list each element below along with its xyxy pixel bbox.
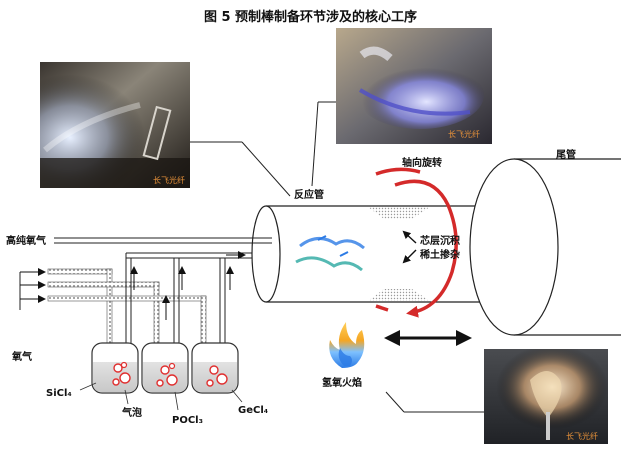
axial-rotation-label: 轴向旋转	[402, 156, 442, 169]
gecl4-label: GeCl₄	[238, 405, 268, 416]
oxygen-label: 氧气	[11, 350, 32, 363]
hydrogen-oxygen-flame-label: 氢氧火焰	[322, 376, 362, 389]
bubbler-sicl4	[91, 342, 139, 394]
core-deposition-label: 芯层沉积	[420, 234, 460, 247]
photo-mcvd-lathe: 长飞光纤	[40, 62, 190, 188]
photo-torch-closeup: 长飞光纤	[336, 28, 492, 144]
bubbles-label: 气泡	[121, 406, 142, 419]
tail-pipe-label: 尾管	[556, 148, 576, 161]
soot-deposit-bottom	[368, 289, 430, 301]
pocl3-label: POCl₃	[172, 415, 203, 426]
bubbler-gecl4	[191, 342, 239, 394]
watermark-text: 长飞光纤	[448, 129, 480, 139]
rotation-arrow-icon	[375, 167, 458, 318]
reaction-tube	[251, 205, 500, 303]
bubbler-pocl3	[141, 342, 189, 394]
sicl4-label: SiCl₄	[46, 388, 72, 399]
photo-flame: 长飞光纤	[484, 349, 608, 444]
high-purity-oxygen-label: 高纯氧气	[6, 234, 46, 247]
soot-deposit-top	[368, 207, 430, 219]
tail-pipe	[469, 158, 621, 336]
watermark-text: 长飞光纤	[566, 431, 598, 441]
flame-icon	[329, 322, 365, 368]
watermark-text: 长飞光纤	[153, 175, 185, 185]
double-arrow-icon	[384, 330, 472, 346]
reaction-tube-label: 反应管	[294, 188, 324, 201]
figure-title: 图 5 预制棒制备环节涉及的核心工序	[203, 10, 418, 25]
rare-earth-doping-label: 稀土掺杂	[420, 248, 460, 261]
